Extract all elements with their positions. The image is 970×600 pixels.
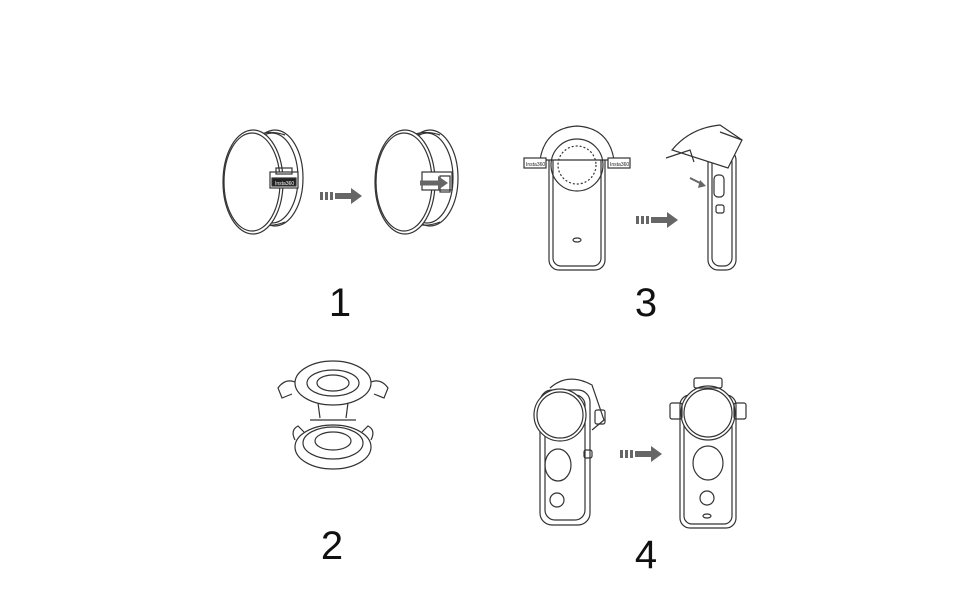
step2-cap-assembly	[277, 360, 389, 470]
step4-camera-front	[669, 377, 747, 529]
step-number-1: 1	[328, 281, 352, 325]
step1-cap-before	[222, 129, 304, 235]
step1-cap-after	[374, 129, 459, 235]
arrow-right-icon	[636, 212, 678, 228]
step3-camera-front	[523, 125, 631, 271]
arrow-right-icon	[320, 188, 362, 204]
step3-camera-side	[665, 124, 743, 271]
step1-clip-logo: Insta360	[275, 181, 294, 187]
step-number-3: 3	[634, 281, 658, 325]
arrow-right-icon	[620, 446, 662, 462]
step-number-2: 2	[320, 524, 344, 568]
step3-right-clip-logo: Insta360	[610, 162, 629, 168]
step4-camera-angled	[533, 378, 606, 526]
step3-left-clip-logo: Insta360	[526, 162, 545, 168]
step-number-4: 4	[634, 533, 658, 577]
